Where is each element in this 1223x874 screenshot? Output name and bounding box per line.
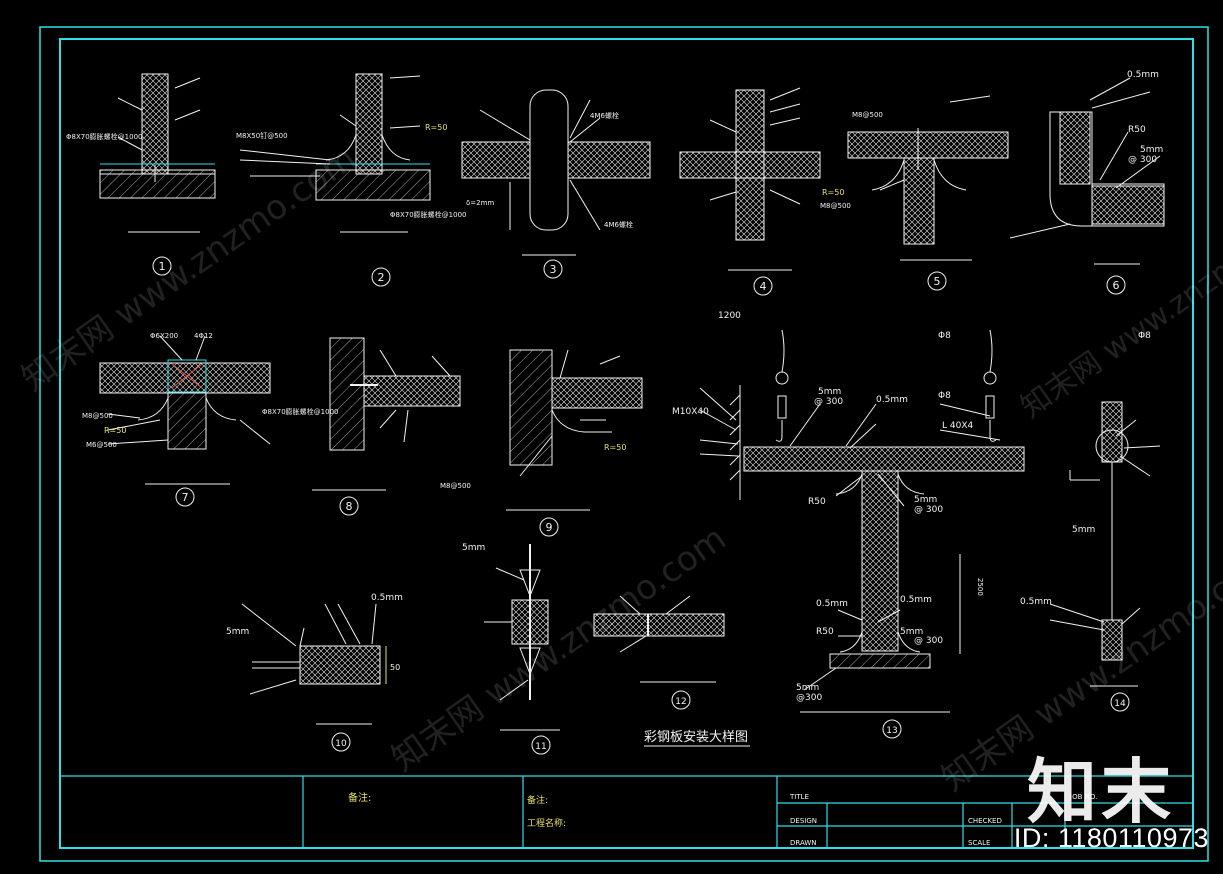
detail-7	[99, 335, 271, 485]
d13-j-label: @ 300	[914, 505, 943, 515]
detail-number-9: 9	[546, 521, 553, 534]
detail-number-13: 13	[886, 726, 897, 736]
detail-2	[239, 73, 431, 233]
d13-h-label: R50	[808, 497, 826, 507]
d14-b-label: 5mm	[1072, 525, 1095, 535]
d13-c-label: 5mm	[818, 387, 841, 397]
d10-b-label: 5mm	[226, 627, 249, 637]
d13-i-label: 5mm	[914, 495, 937, 505]
d7-d-label: M6@500	[86, 441, 117, 449]
d5-radius-label: R=50	[822, 188, 844, 197]
detail-numbers: 1 2 3 4 5 6 7 8 9 10 11 12 13 14	[159, 260, 1126, 752]
d1-bolt-label: Φ8X70膨胀螺栓@1000	[66, 132, 142, 141]
detail-number-1: 1	[159, 260, 166, 273]
detail-number-11: 11	[535, 742, 546, 752]
d2-bolt-b-label: Φ8X70膨胀螺栓@1000	[390, 210, 466, 219]
detail-5	[847, 95, 1009, 261]
d13-f-label: Φ8	[938, 331, 951, 341]
d7-radius-label: R=50	[104, 426, 126, 435]
d13-e-label: 0.5mm	[876, 395, 908, 405]
d13-n-label: R50	[816, 627, 834, 637]
d3-bolt-b-label: 4M6螺栓	[604, 220, 633, 229]
detail-number-6: 6	[1113, 279, 1120, 292]
title-block	[60, 775, 1193, 848]
detail-number-5: 5	[934, 275, 941, 288]
detail-8	[312, 337, 461, 491]
detail-14	[1049, 401, 1161, 687]
detail-13	[699, 329, 1025, 713]
design-label: DESIGN	[790, 817, 817, 825]
job-label: JOB NO.	[1069, 793, 1097, 801]
d6-c-label: @ 300	[1128, 155, 1157, 165]
d13-r-label: @300	[796, 693, 822, 703]
detail-number-8: 8	[346, 500, 353, 513]
d13-o-label: 5mm	[900, 627, 923, 637]
detail-11	[484, 544, 560, 731]
detail-12	[593, 595, 725, 683]
remarks-label: 备注:	[348, 791, 371, 804]
d13-f2-label: Φ8	[938, 391, 951, 401]
d7-b-label: 4Φ12	[194, 332, 213, 340]
detail-number-4: 4	[760, 280, 767, 293]
d13-b-label: M10X40	[672, 407, 709, 417]
inner-frame	[59, 38, 1194, 849]
brand-logo: 知末	[1027, 751, 1175, 833]
d9-radius-label: R=50	[604, 443, 626, 452]
detail-number-2: 2	[378, 271, 385, 284]
d13-g-label: L 40X4	[942, 421, 973, 431]
d6-a-label: 0.5mm	[1127, 70, 1159, 80]
d11-a-label: 5mm	[462, 543, 485, 553]
d6-radius-label: R50	[1128, 125, 1146, 135]
d5-b-label: M8@500	[820, 202, 851, 210]
d6-b-label: 5mm	[1140, 145, 1163, 155]
detail-10	[241, 603, 387, 725]
detail-number-circles	[152, 256, 1130, 755]
d13-d-label: @ 300	[814, 397, 843, 407]
outer-frame	[39, 26, 1209, 862]
d14-c-label: 0.5mm	[1020, 597, 1052, 607]
d7-a-label: Φ6X200	[150, 332, 178, 340]
checked-label: CHECKED	[968, 817, 1002, 825]
detail-number-12: 12	[675, 697, 686, 707]
detail-9	[506, 349, 643, 511]
detail-number-3: 3	[550, 263, 557, 276]
d7-e-label: Φ8X70膨胀螺栓@1000	[262, 407, 338, 416]
d5-a-label: M8@500	[852, 111, 883, 119]
detail-number-14: 14	[1114, 699, 1126, 709]
detail-number-10: 10	[335, 739, 347, 749]
detail-3	[461, 89, 651, 256]
detail-6	[1009, 77, 1165, 265]
remarks-label-2: 备注:	[527, 794, 548, 806]
drawn-label: DRAWN	[790, 839, 817, 847]
d14-a-label: Φ8	[1138, 331, 1151, 341]
d13-l-label: 0.5mm	[816, 599, 848, 609]
title-label: TITLE	[789, 793, 809, 801]
d2-bolt-a-label: M8X50钉@500	[236, 131, 288, 140]
d9-b-label: M8@500	[440, 482, 471, 490]
d3-thick-label: δ=2mm	[466, 199, 494, 207]
d10-a-label: 0.5mm	[371, 593, 403, 603]
scale-label: SCALE	[968, 839, 990, 847]
d10-c-label: 50	[390, 663, 400, 672]
d2-radius-label: R=50	[425, 123, 447, 132]
detail-4	[679, 87, 821, 271]
d13-q-label: 5mm	[796, 683, 819, 693]
main-title: 彩钢板安装大样图	[644, 730, 748, 745]
d13-k-label: 2500	[976, 578, 984, 596]
d3-bolt-a-label: 4M6螺栓	[590, 111, 619, 120]
d13-p-label: @ 300	[914, 636, 943, 646]
id-tag: ID: 1180110973	[1013, 823, 1209, 853]
detail-1	[99, 73, 216, 233]
d7-c-label: M8@500	[82, 412, 113, 420]
project-name-label: 工程名称:	[527, 817, 566, 829]
d13-m-label: 0.5mm	[900, 595, 932, 605]
detail-number-7: 7	[182, 491, 189, 504]
d13-a-label: 1200	[718, 311, 741, 321]
